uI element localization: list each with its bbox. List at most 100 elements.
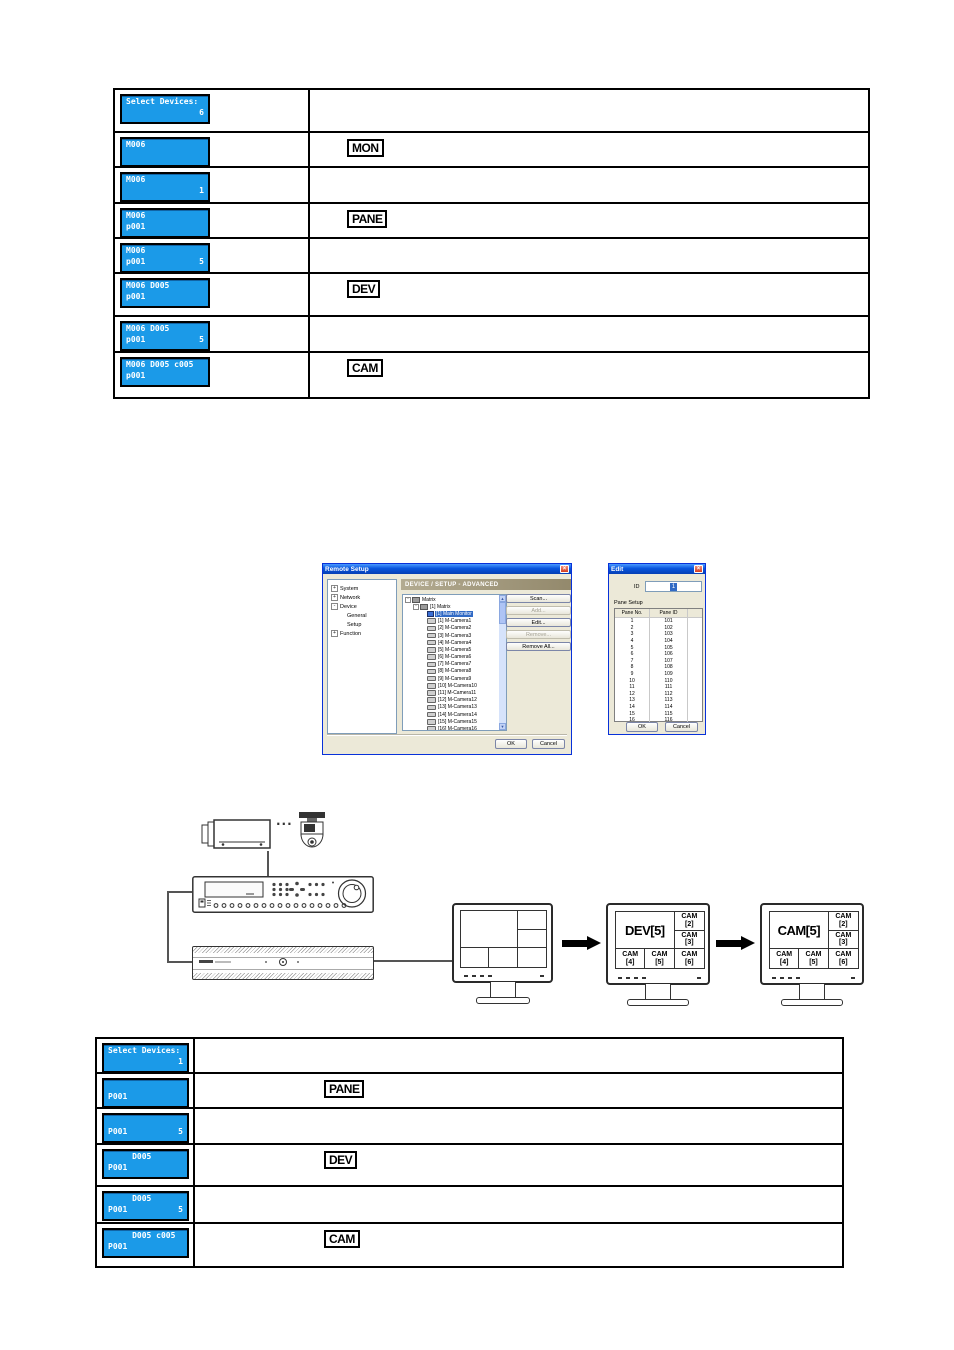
device-tree-item[interactable]: [1] Main Monitor <box>403 610 499 617</box>
ok-button[interactable]: OK <box>626 722 658 732</box>
device-tree-item[interactable]: [6] M-Camera6 <box>403 654 499 661</box>
device-icon <box>427 726 436 730</box>
expand-icon[interactable]: + <box>331 594 338 601</box>
scrollbar[interactable]: ▲ ▼ <box>499 595 506 730</box>
ok-button[interactable]: OK <box>495 739 527 749</box>
pane-no: 13 <box>615 697 650 704</box>
dialog-button[interactable]: Remove All... <box>506 642 571 651</box>
col-spacer <box>688 618 702 625</box>
lcd-line-1: M006 <box>126 175 146 184</box>
main-pane <box>461 911 518 949</box>
device-tree-item[interactable]: - [1] Matrix <box>403 603 499 610</box>
device-tree-item[interactable]: [3] M-Camera3 <box>403 632 499 639</box>
pane-label: CAM[4] <box>616 949 646 968</box>
device-tree-item[interactable]: [8] M-Camera8 <box>403 668 499 675</box>
device-tree-item[interactable]: [9] M-Camera9 <box>403 675 499 682</box>
nav-tree-item[interactable]: + Function <box>328 629 396 638</box>
device-tree-item[interactable]: [10] M-Camera10 <box>403 682 499 689</box>
lcd-line-2 <box>126 151 204 162</box>
lcd-cell: Select Devices: 1 <box>97 1039 195 1073</box>
device-tree-item[interactable]: [11] M-Camera11 <box>403 689 499 696</box>
expand-icon[interactable]: - <box>413 603 419 610</box>
nav-tree-item[interactable]: - Device <box>328 602 396 611</box>
pane-no: 10 <box>615 677 650 684</box>
expand-icon[interactable]: - <box>331 603 338 610</box>
close-icon[interactable]: × <box>694 565 703 573</box>
device-tree-item[interactable]: [2] M-Camera2 <box>403 625 499 632</box>
pane-id: 104 <box>650 637 688 645</box>
id-input[interactable]: 1 <box>645 581 702 592</box>
pane <box>518 948 546 967</box>
front-panel-key-label: CAM <box>324 1230 360 1248</box>
pane-label: CAM[5] <box>799 949 829 968</box>
lcd-line-2: P001 <box>108 1242 128 1251</box>
expand-icon[interactable]: + <box>331 630 338 637</box>
device-tree-item[interactable]: [5] M-Camera5 <box>403 646 499 653</box>
pane <box>517 911 546 930</box>
cancel-button[interactable]: Cancel <box>532 739 565 749</box>
device-icon <box>427 661 436 668</box>
dialog-button[interactable]: Edit... <box>506 618 571 627</box>
nav-item-label: System <box>340 585 359 592</box>
device-icon <box>427 654 436 660</box>
dialog-button[interactable]: Remove... <box>506 630 571 639</box>
expand-icon[interactable]: + <box>331 585 338 592</box>
button-cell: CAM <box>195 1224 842 1266</box>
device-tree-item[interactable]: [1] M-Camera1 <box>403 618 499 625</box>
device-tree-item[interactable]: [14] M-Camera14 <box>403 711 499 718</box>
front-band <box>193 957 373 970</box>
device-tree-item[interactable]: [4] M-Camera4 <box>403 639 499 646</box>
dialog-title: Edit <box>611 565 624 573</box>
pane-no: 11 <box>615 683 650 691</box>
pane-table: Pane No. Pane ID 1 101 2 102 3 103 <box>614 608 703 724</box>
pane-id: 115 <box>650 710 688 717</box>
expand-icon[interactable]: - <box>405 596 411 603</box>
front-panel-key-label: DEV <box>347 280 381 298</box>
cancel-button[interactable]: Cancel <box>665 722 698 732</box>
scroll-up-icon[interactable]: ▲ <box>499 595 506 602</box>
table-row: Select Devices: 6 <box>115 90 868 133</box>
device-tree-item[interactable]: [12] M-Camera12 <box>403 697 499 704</box>
nav-tree-item[interactable]: + Network <box>328 593 396 602</box>
device-icon <box>427 675 436 682</box>
pane-row: 4 104 <box>615 637 702 645</box>
device-tree-item[interactable]: [13] M-Camera13 <box>403 704 499 711</box>
pane-label: CAM[2] <box>674 912 704 931</box>
nav-tree-item[interactable]: + System <box>328 584 396 593</box>
device-tree-item[interactable]: [7] M-Camera7 <box>403 661 499 668</box>
pane-row: 10 110 <box>615 677 702 684</box>
monitor-stand-base <box>781 999 843 1006</box>
dialog-titlebar[interactable]: Remote Setup × <box>323 564 571 574</box>
close-icon[interactable]: × <box>560 565 569 573</box>
pane-label: CAM[6] <box>835 951 852 966</box>
scroll-down-icon[interactable]: ▼ <box>499 723 506 730</box>
device-label: [7] M-Camera7 <box>438 661 472 668</box>
col-pane-id: Pane ID <box>650 609 688 617</box>
lcd-cell: M006 p001 <box>115 204 310 238</box>
arrow-right-icon <box>716 940 741 947</box>
dialog-button[interactable]: Add... <box>506 606 571 615</box>
col-spacer <box>688 704 702 711</box>
dialog-button[interactable]: Scan... <box>506 594 571 603</box>
nav-tree-item[interactable]: General <box>328 611 396 620</box>
pane-no: 15 <box>615 710 650 717</box>
lcd-display: P001 <box>102 1078 189 1108</box>
pane-id: 113 <box>650 697 688 704</box>
pane-row: 3 103 <box>615 631 702 638</box>
dialog-titlebar[interactable]: Edit × <box>609 564 705 574</box>
scroll-thumb[interactable] <box>499 602 506 624</box>
device-tree-item[interactable]: [15] M-Camera15 <box>403 718 499 725</box>
device-label: [16] M-Camera16 <box>438 725 477 731</box>
device-tree-item[interactable]: - Matrix <box>403 596 499 603</box>
col-spacer <box>688 677 702 684</box>
col-pane-no: Pane No. <box>615 609 650 617</box>
device-tree-item[interactable]: [16] M-Camera16 <box>403 725 499 731</box>
lcd-line-2: 1 <box>199 186 204 195</box>
edit-dialog: Edit × ID 1 Pane Setup Pane No. Pane ID … <box>608 563 706 735</box>
nav-tree-item[interactable]: Setup <box>328 620 396 629</box>
